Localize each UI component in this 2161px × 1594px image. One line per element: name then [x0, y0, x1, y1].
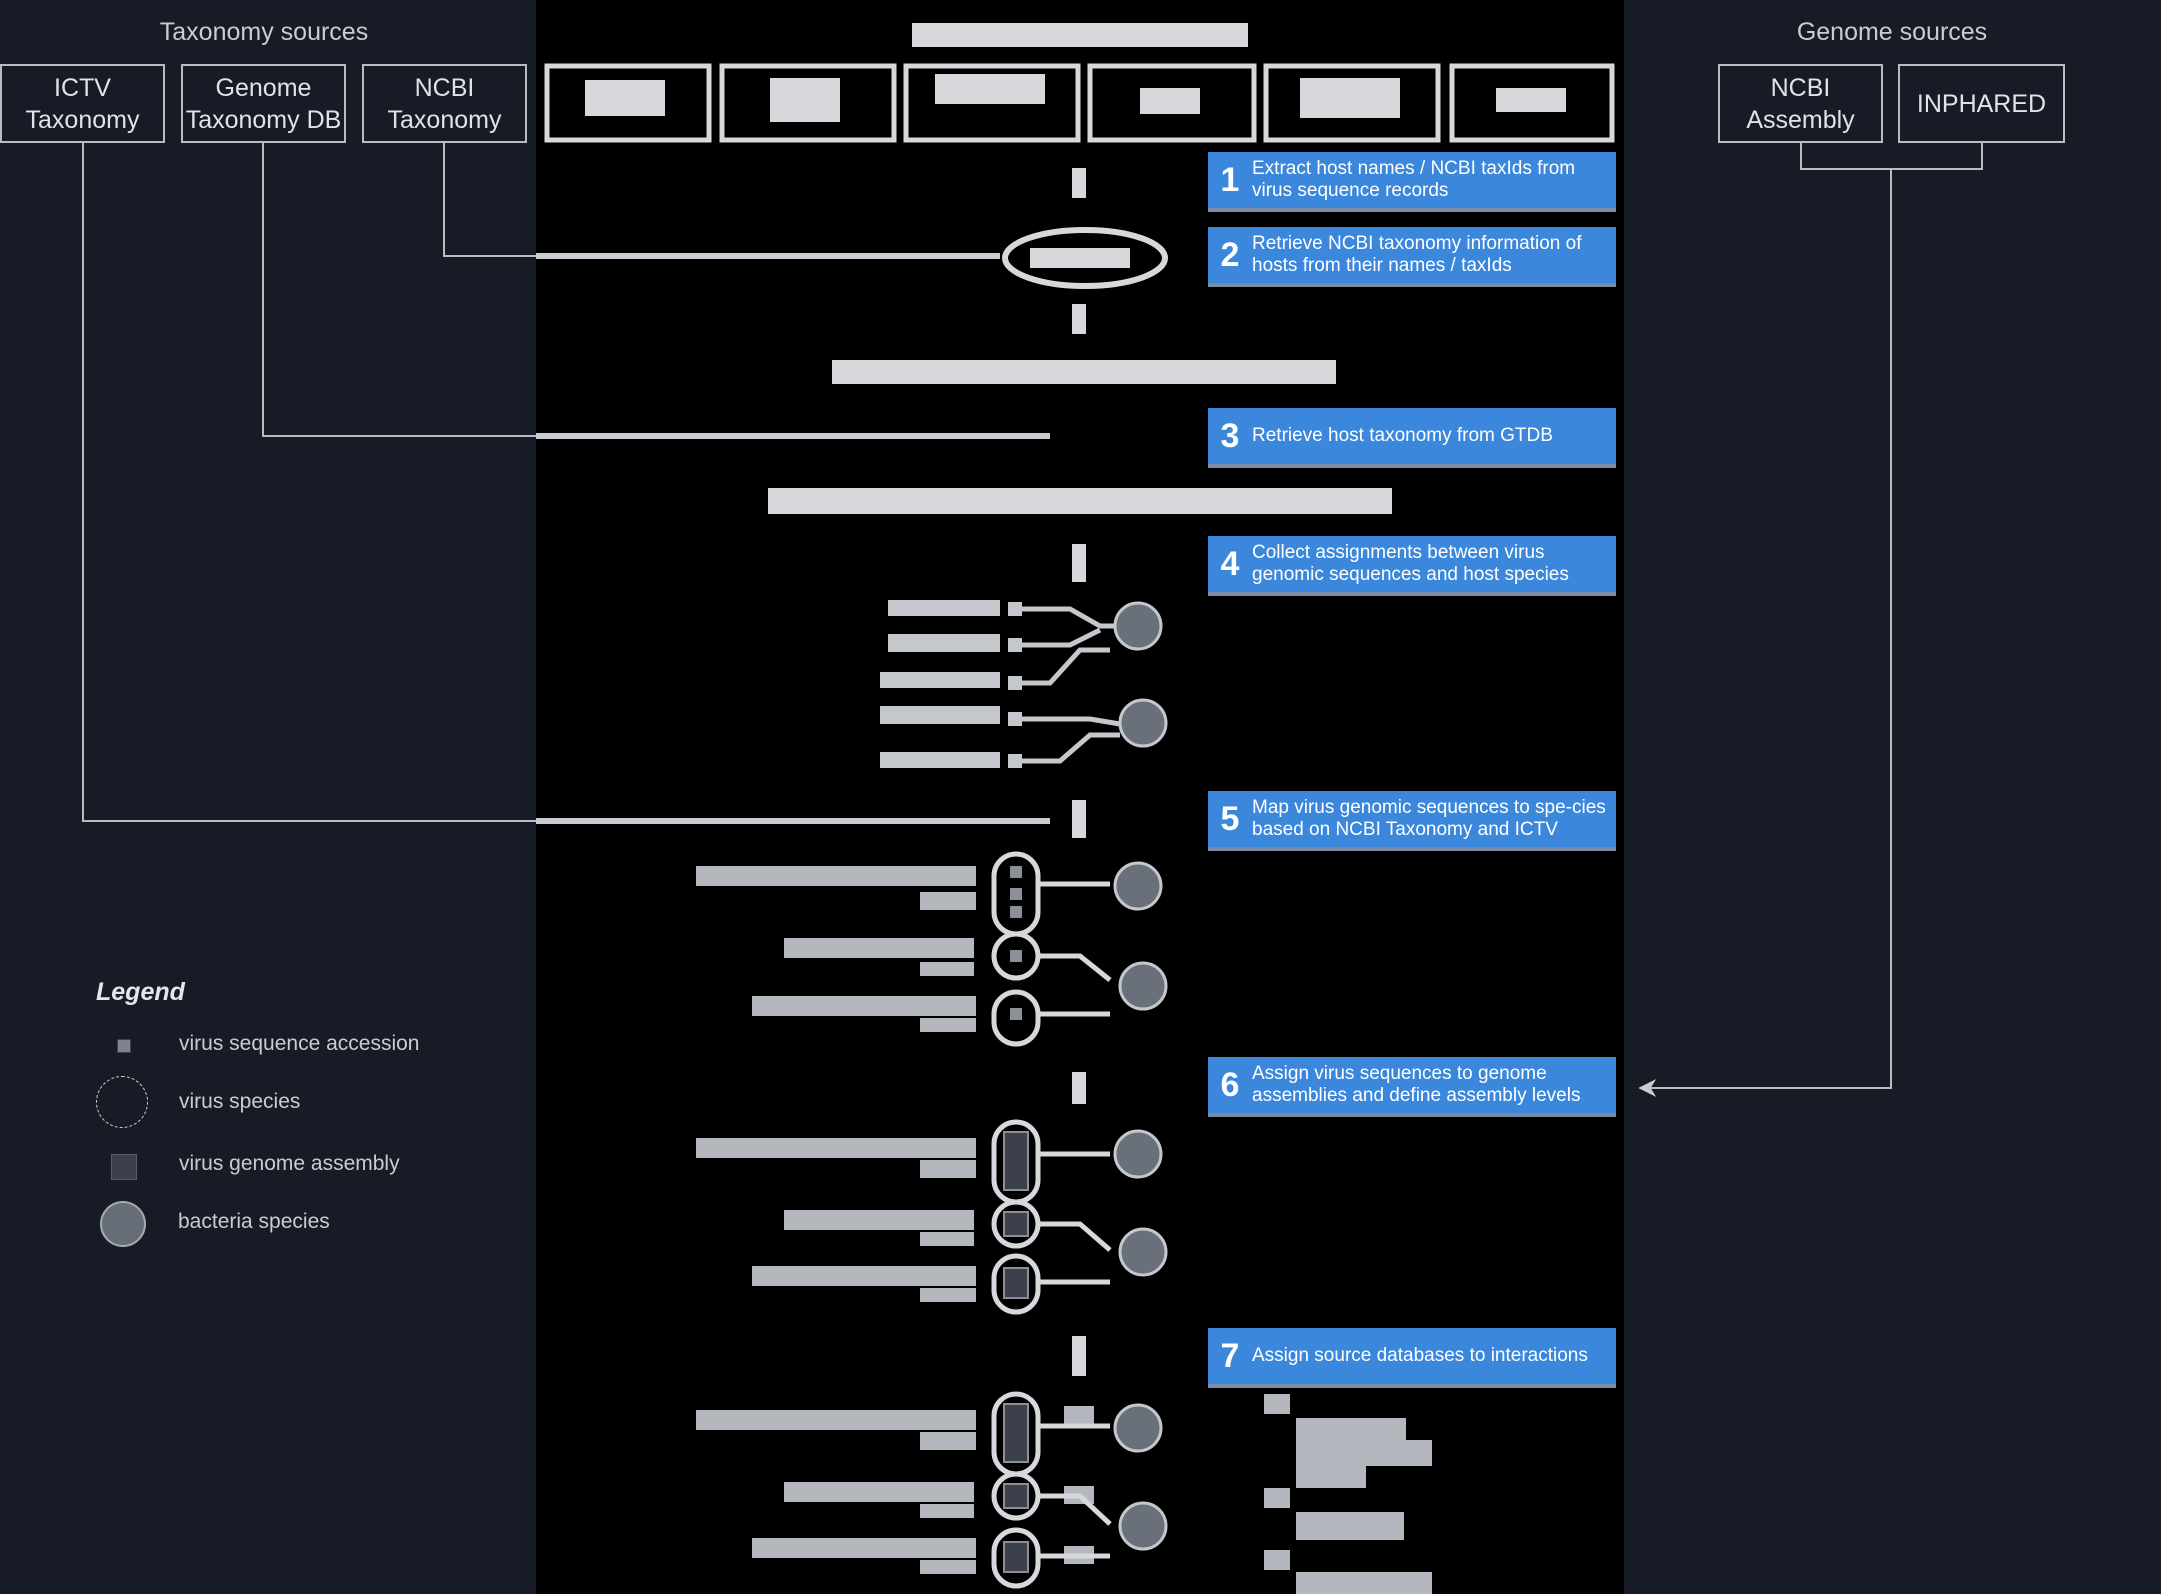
legend-title: Legend [96, 978, 185, 1006]
step-1: 1 Extract host names / NCBI taxIds from v… [1208, 152, 1616, 212]
step-3: 3 Retrieve host taxonomy from GTDB [1208, 408, 1616, 468]
genome-sources-title: Genome sources [1796, 18, 1988, 46]
legend-label-assembly: virus genome assembly [179, 1152, 400, 1175]
step-5-text: Map virus genomic sequences to spe-cies … [1252, 797, 1606, 840]
step-3-text: Retrieve host taxonomy from GTDB [1252, 425, 1553, 446]
step-5: 5 Map virus genomic sequences to spe-cies… [1208, 791, 1616, 851]
inphared-box: INPHARED [1898, 64, 2065, 143]
step-4-number: 4 [1220, 544, 1240, 583]
step-1-text: Extract host names / NCBI taxIds from vi… [1252, 158, 1576, 201]
square-small-icon [117, 1039, 131, 1053]
genome-sources-bracket [1800, 143, 1983, 170]
step-7: 7 Assign source databases to interactions [1208, 1328, 1616, 1388]
square-dark-icon [111, 1154, 137, 1180]
step-6-text: Assign virus sequences to genome assembl… [1252, 1063, 1581, 1106]
genome-sources-connector [1638, 169, 1892, 1097]
legend-label-virus-species: virus species [179, 1090, 301, 1113]
legend-label-bacteria: bacteria species [178, 1210, 330, 1233]
ictv-connector [82, 143, 536, 822]
ictv-taxonomy-box: ICTV Taxonomy [0, 64, 165, 143]
gtdb-connector [262, 143, 536, 437]
step-6-number: 6 [1220, 1065, 1240, 1104]
step-2-number: 2 [1220, 235, 1240, 274]
step-4: 4 Collect assignments between virus genom… [1208, 536, 1616, 596]
step-7-number: 7 [1220, 1336, 1240, 1375]
step-2-text: Retrieve NCBI taxonomy information of ho… [1252, 233, 1582, 276]
ncbi-assembly-box: NCBI Assembly [1718, 64, 1883, 143]
ncbi-taxonomy-box: NCBI Taxonomy [362, 64, 527, 143]
step-1-number: 1 [1220, 160, 1240, 199]
step-4-text: Collect assignments between virus genomi… [1252, 542, 1569, 585]
taxonomy-sources-title: Taxonomy sources [159, 18, 369, 46]
step-2: 2 Retrieve NCBI taxonomy information of h… [1208, 227, 1616, 287]
ncbi-taxonomy-connector [443, 143, 536, 257]
gtdb-box: Genome Taxonomy DB [181, 64, 346, 143]
step-7-text: Assign source databases to interactions [1252, 1345, 1588, 1366]
step-5-number: 5 [1220, 799, 1240, 838]
step-3-number: 3 [1220, 416, 1240, 455]
step-6: 6 Assign virus sequences to genome assemb… [1208, 1057, 1616, 1117]
dashed-circle-icon [96, 1076, 148, 1128]
filled-circle-icon [100, 1201, 146, 1247]
legend-label-sequence: virus sequence accession [179, 1032, 420, 1055]
